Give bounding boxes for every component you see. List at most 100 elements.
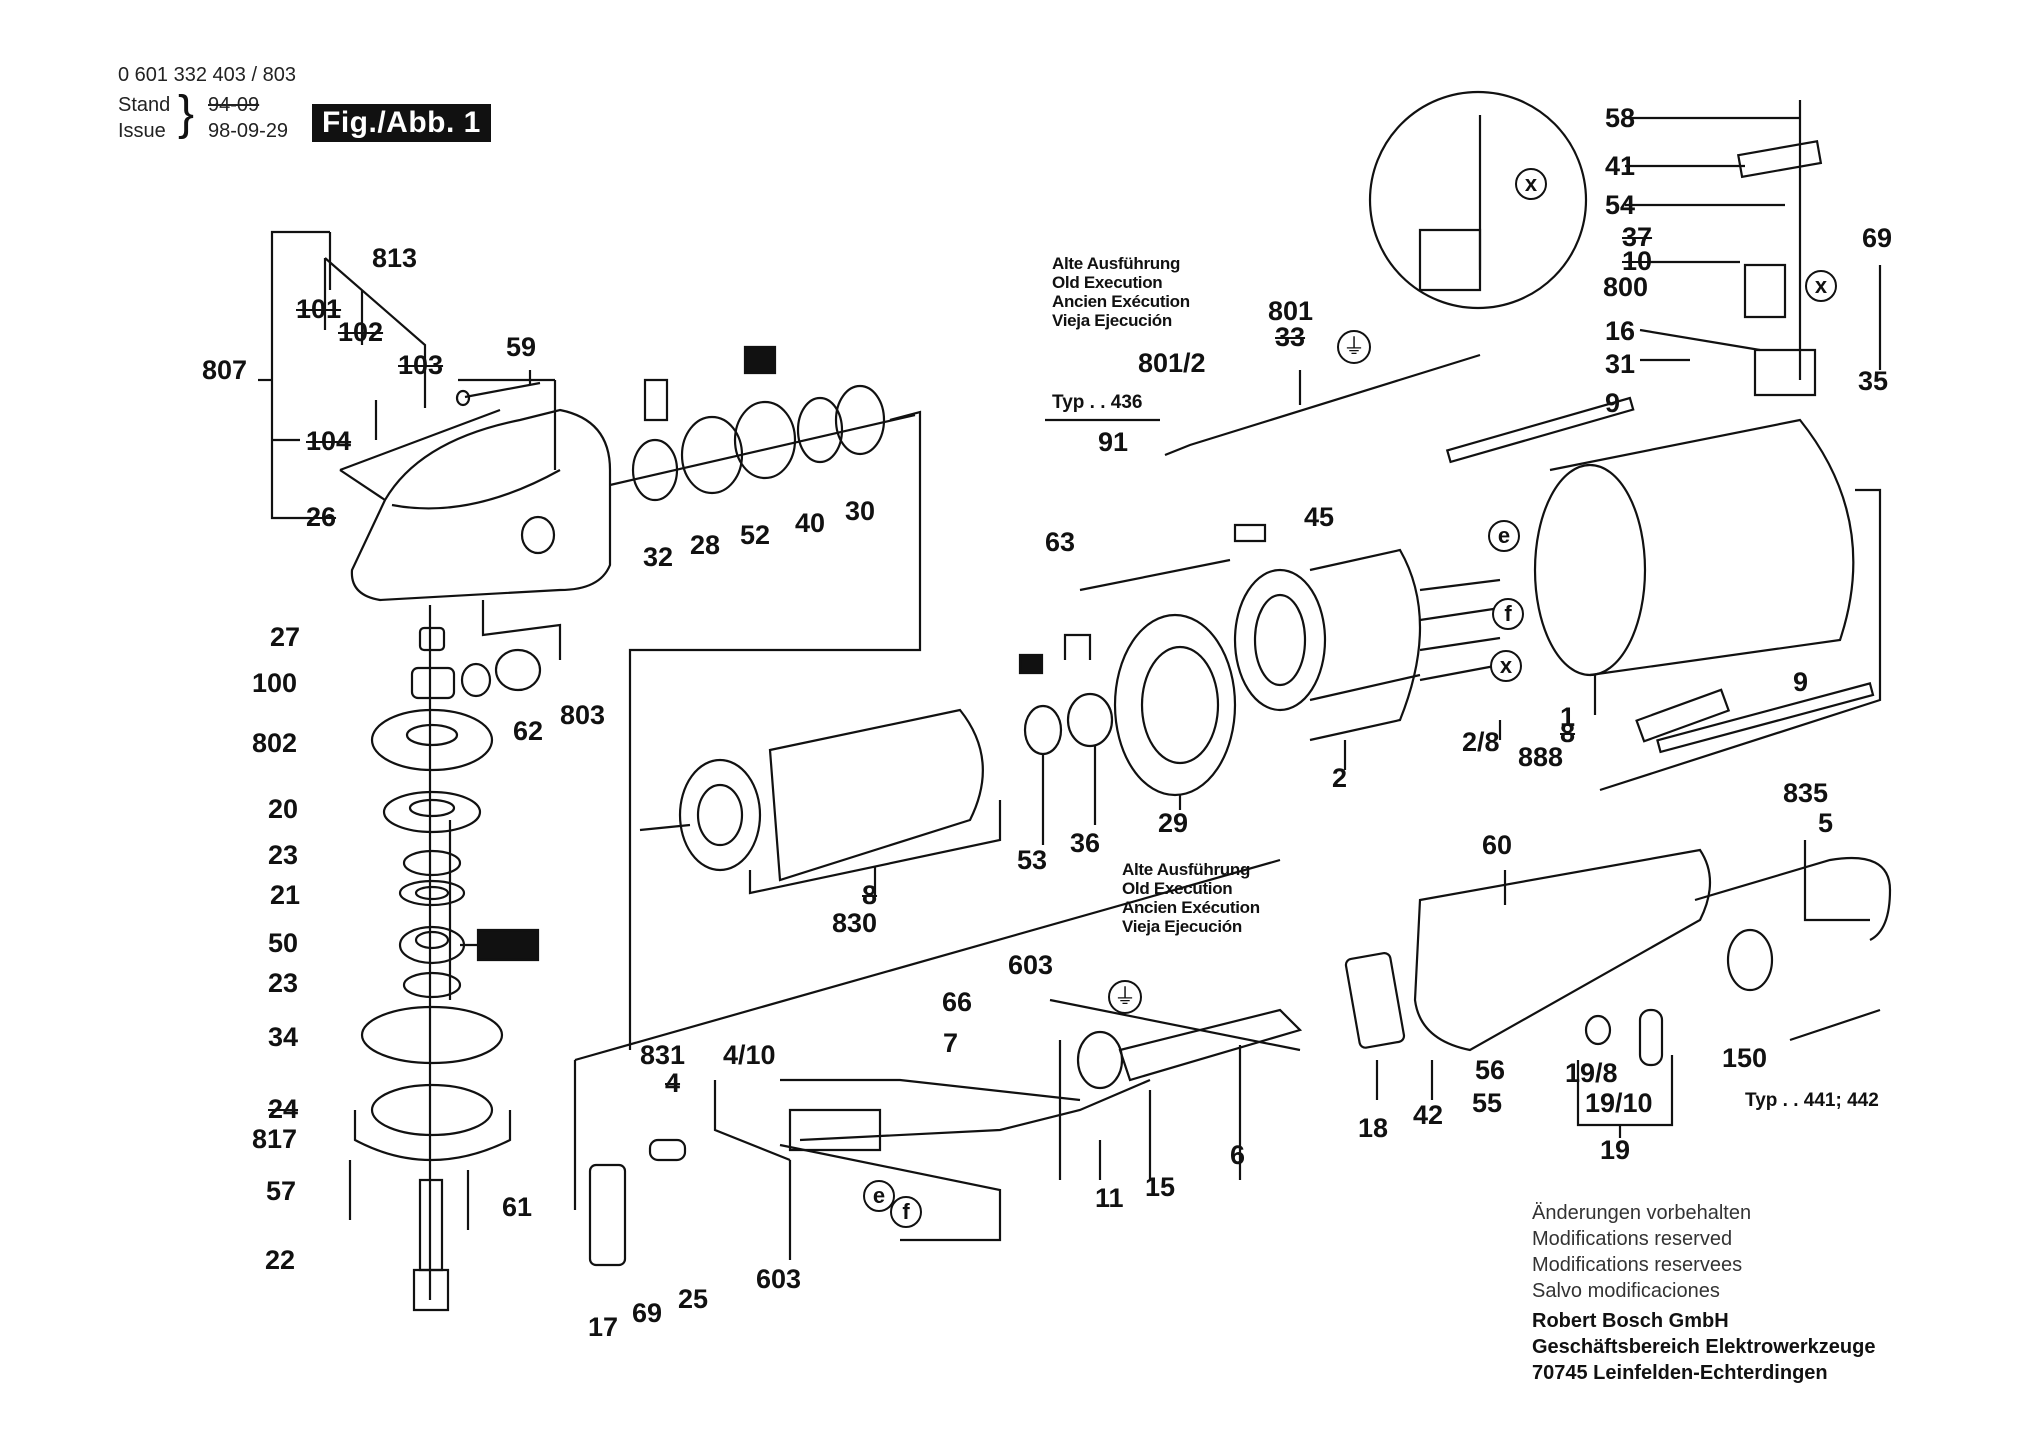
part-label-2: 2 <box>1332 763 1348 793</box>
detail-f-icon: f <box>1492 598 1524 630</box>
cord-835 <box>1695 840 1890 1040</box>
note-line: Salvo modificaciones <box>1532 1280 1720 1302</box>
part-label-41: 41 <box>1605 151 1636 181</box>
part-label-102: 102 <box>338 317 384 347</box>
part-label-57: 57 <box>266 1176 297 1206</box>
part-label-18: 18 <box>1358 1113 1389 1143</box>
motor-housing-1 <box>1447 398 1880 790</box>
part-label-603: 603 <box>1008 950 1054 980</box>
part-label-4-10: 4/10 <box>723 1040 776 1070</box>
part-label-11: 11 <box>1095 1183 1124 1213</box>
note-line: Ancien Exécution <box>1122 898 1260 917</box>
part-label-9b: 9 <box>1793 667 1809 697</box>
cable-801 <box>1045 355 1480 455</box>
part-label-801: 801 <box>1268 296 1314 326</box>
part-label-21: 21 <box>270 880 301 910</box>
detail-f-icon: f <box>890 1196 922 1228</box>
part-label-54: 54 <box>1605 190 1636 220</box>
handle-42 <box>1345 850 1710 1100</box>
old-date: 94-09 <box>208 94 260 116</box>
part-label-34: 34 <box>268 1022 299 1052</box>
part-label-62: 62 <box>513 716 544 746</box>
type-note-436: Typ . . 436 <box>1052 392 1143 413</box>
part-label-32: 32 <box>643 542 674 572</box>
part-label-23: 23 <box>268 840 299 870</box>
figure-label: Fig./Abb. 1 <box>312 104 491 142</box>
part-label-817: 817 <box>252 1124 298 1154</box>
pinion-803 <box>462 600 560 696</box>
part-label-16: 16 <box>1605 316 1636 346</box>
brace-icon: } <box>178 87 195 140</box>
part-label-56: 56 <box>1475 1055 1506 1085</box>
part-label-888: 888 <box>1518 742 1564 772</box>
part-label-91: 91 <box>1098 427 1129 457</box>
detail-x-icon: x <box>1490 650 1522 682</box>
company-division: Geschäftsbereich Elektrowerkzeuge <box>1532 1336 1876 1358</box>
part-label-6: 6 <box>1230 1140 1246 1170</box>
part-label-37: 37 <box>1622 222 1653 252</box>
part-label-2-8: 2/8 <box>1462 727 1500 757</box>
part-label-831: 831 <box>640 1040 686 1070</box>
part-label-28: 28 <box>690 530 721 560</box>
ground-icon: ⏚ <box>1108 980 1142 1014</box>
detail-x-icon: x <box>1805 270 1837 302</box>
bracket-19 <box>1578 1010 1672 1138</box>
part-label-807: 807 <box>202 355 248 385</box>
part-label-25: 25 <box>678 1284 709 1314</box>
part-label-19: 19 <box>1600 1135 1631 1165</box>
armature-830 <box>640 710 1000 895</box>
part-label-835: 835 <box>1783 778 1829 808</box>
note-line: Ancien Exécution <box>1052 292 1190 311</box>
part-label-800: 800 <box>1603 272 1649 302</box>
part-label-10: 10 <box>1622 246 1653 276</box>
company-name: Robert Bosch GmbH <box>1532 1310 1729 1332</box>
part-label-35: 35 <box>1858 366 1889 396</box>
part-label-61: 61 <box>502 1192 533 1222</box>
part-label-33: 33 <box>1275 322 1306 352</box>
part-label-8b: 8 <box>1560 718 1576 748</box>
part-label-104: 104 <box>306 426 352 456</box>
note-line: Vieja Ejecución <box>1122 917 1242 936</box>
note-line: Modifications reserved <box>1532 1228 1733 1250</box>
part-label-40: 40 <box>795 508 826 538</box>
old-execution-note-bottom: Alte Ausführung Old Execution Ancien Exé… <box>1122 860 1260 936</box>
gear-housing <box>340 380 610 600</box>
switch-cables <box>575 860 1300 1265</box>
part-label-27: 27 <box>270 622 301 652</box>
part-label-20: 20 <box>268 794 299 824</box>
part-label-17: 17 <box>588 1312 619 1342</box>
part-label-19-10: 19/10 <box>1585 1088 1653 1118</box>
issue-label: Issue <box>118 120 166 142</box>
part-label-45: 45 <box>1304 502 1335 532</box>
part-label-42: 42 <box>1413 1100 1444 1130</box>
part-label-66: 66 <box>942 987 973 1017</box>
bearing-group <box>610 347 920 1050</box>
part-label-9: 9 <box>1605 388 1621 418</box>
brush-holder <box>1625 100 1880 395</box>
note-line: Änderungen vorbehalten <box>1532 1202 1752 1224</box>
part-label-55: 55 <box>1472 1088 1503 1118</box>
part-number: 0 601 332 403 / 803 <box>118 64 296 86</box>
part-label-69b: 69 <box>632 1298 663 1328</box>
part-label-4: 4 <box>665 1068 681 1098</box>
part-label-8: 8 <box>862 880 878 910</box>
part-label-100: 100 <box>252 668 298 698</box>
note-line: Alte Ausführung <box>1052 254 1181 273</box>
spindle-assembly <box>350 605 538 1310</box>
old-execution-note-top: Alte Ausführung Old Execution Ancien Exé… <box>1052 254 1190 330</box>
part-label-63: 63 <box>1045 527 1076 557</box>
bracket-807 <box>258 232 425 518</box>
stand-label: Stand <box>118 94 171 116</box>
part-label-101: 101 <box>296 294 342 324</box>
part-label-603b: 603 <box>756 1264 802 1294</box>
detail-e-icon: e <box>863 1180 895 1212</box>
part-label-60: 60 <box>1482 830 1513 860</box>
part-label-830: 830 <box>832 908 878 938</box>
part-label-53: 53 <box>1017 845 1048 875</box>
note-line: Modifications reservees <box>1532 1254 1743 1276</box>
part-label-30: 30 <box>845 496 876 526</box>
part-label-58: 58 <box>1605 103 1636 133</box>
part-label-802: 802 <box>252 728 298 758</box>
part-label-36: 36 <box>1070 828 1101 858</box>
